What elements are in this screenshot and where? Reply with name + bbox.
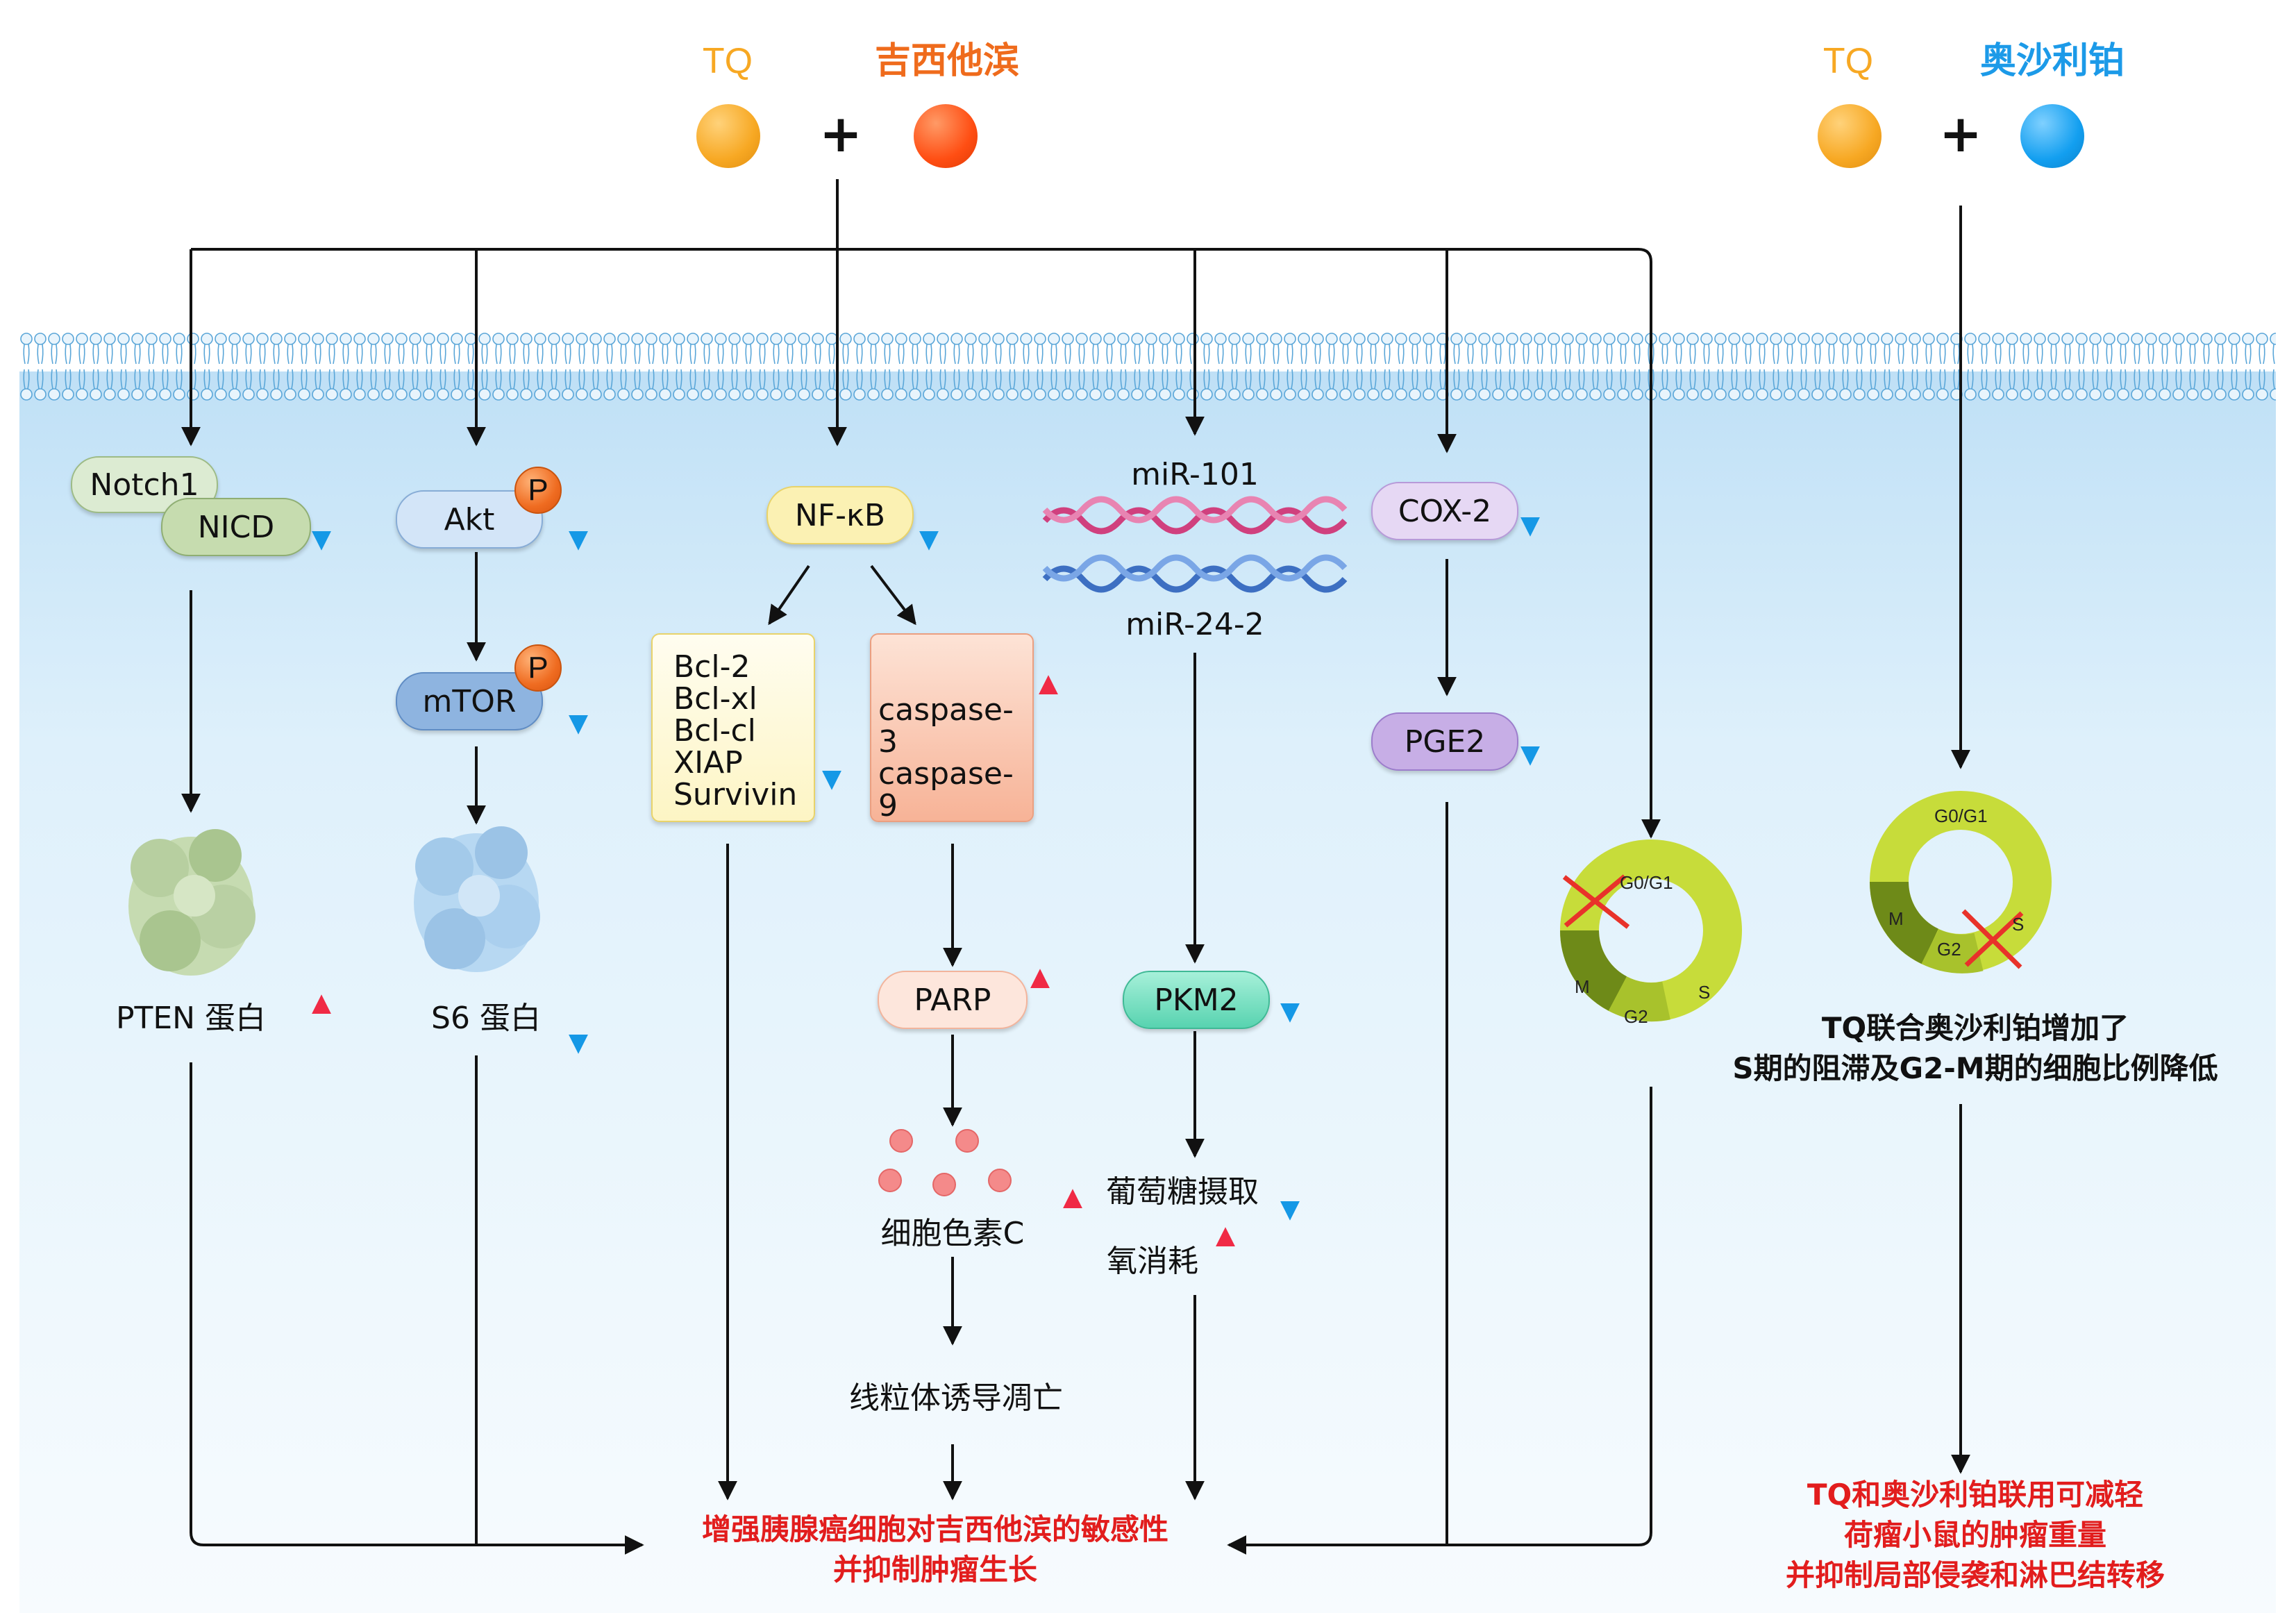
oxygen-consumption-label: 氧消耗 — [1107, 1244, 1198, 1279]
mir242-label: miR-24-2 — [1125, 607, 1264, 642]
right-note-line-2: S期的阻滞及G2-M期的细胞比例降低 — [1732, 1051, 2218, 1085]
cycle-right-s: S — [2012, 914, 2025, 935]
mir101-strand — [1042, 507, 1348, 535]
plus-sign-left: + — [819, 104, 863, 164]
cytochrome-c-dots — [878, 1129, 1012, 1196]
cycle-right-g2: G2 — [1937, 939, 1961, 960]
cell-membrane — [19, 332, 2276, 401]
phospho-badge-akt: P — [514, 467, 562, 514]
outcome-left-line-1: 增强胰腺癌细胞对吉西他滨的敏感性 — [701, 1512, 1169, 1546]
mito-apoptosis-label: 线粒体诱导凋亡 — [849, 1380, 1063, 1416]
cycle-right-m: M — [1888, 908, 1904, 929]
right-note-line-1: TQ联合奥沙利铂增加了 — [1821, 1011, 2129, 1045]
caspase-box: caspase-3 caspase-9 — [870, 633, 1034, 822]
caspase-item: caspase-3 — [878, 692, 1014, 760]
outcome-left-line-2: 并抑制肿瘤生长 — [832, 1553, 1038, 1587]
outcome-right-line-2: 荷瘤小鼠的肿瘤重量 — [1843, 1518, 2107, 1552]
mtor-node: mTOR — [396, 672, 543, 730]
plus-sign-right: + — [1939, 104, 1983, 164]
nicd-node: NICD — [161, 498, 311, 556]
anti-apoptotic-item: XIAP — [673, 745, 743, 780]
cytochrome-c-label: 细胞色素C — [880, 1216, 1025, 1251]
phospho-badge-mtor: P — [514, 644, 562, 692]
cycle-left-g2: G2 — [1624, 1006, 1648, 1027]
caspase-item: caspase-9 — [878, 756, 1014, 824]
oxaliplatin-label: 奥沙利铂 — [1979, 40, 2125, 82]
anti-apoptotic-item: Bcl-2 — [673, 649, 751, 685]
pten-label: PTEN 蛋白 — [115, 1001, 267, 1036]
tq-ball-right — [1818, 104, 1882, 168]
gemcitabine-label: 吉西他滨 — [874, 40, 1020, 82]
cell-cycle-right — [1870, 791, 2052, 973]
oxaliplatin-ball — [2020, 104, 2084, 168]
cycle-left-s: S — [1698, 982, 1711, 1003]
anti-apoptotic-item: Bcl-cl — [673, 713, 756, 749]
s6-protein-icon — [414, 826, 540, 972]
glucose-uptake-label: 葡萄糖摄取 — [1106, 1174, 1259, 1210]
s6-label: S6 蛋白 — [431, 1001, 541, 1036]
mir24-strand — [1042, 565, 1348, 593]
gemcitabine-ball — [914, 104, 978, 168]
cell-cycle-left — [1560, 839, 1742, 1022]
anti-apoptotic-item: Survivin — [673, 777, 798, 812]
tq-label-left: TQ — [702, 41, 753, 81]
cycle-left-m: M — [1575, 976, 1590, 997]
tq-ball-left — [696, 104, 760, 168]
nfkb-node: NF-κB — [766, 486, 914, 544]
outcome-right-line-3: 并抑制局部侵袭和淋巴结转移 — [1785, 1558, 2165, 1592]
cycle-right-g0g1: G0/G1 — [1934, 805, 1988, 826]
tq-label-right: TQ — [1822, 41, 1874, 81]
trend-arrows — [312, 469, 1540, 1281]
akt-node: Akt — [396, 490, 543, 549]
anti-apoptotic-box: Bcl-2 Bcl-xl Bcl-cl XIAP Survivin — [651, 633, 815, 822]
outcome-right-line-1: TQ和奥沙利铂联用可减轻 — [1807, 1478, 2144, 1512]
pkm2-node: PKM2 — [1123, 971, 1270, 1029]
mir101-label: miR-101 — [1131, 457, 1259, 492]
parp-node: PARP — [878, 971, 1028, 1029]
cox2-node: COX-2 — [1371, 482, 1518, 540]
anti-apoptotic-item: Bcl-xl — [673, 681, 757, 717]
pge2-node: PGE2 — [1371, 712, 1518, 771]
cycle-left-g0g1: G0/G1 — [1620, 872, 1673, 893]
notch1-node: Notch1 — [71, 456, 218, 513]
pten-protein-icon — [128, 829, 255, 976]
